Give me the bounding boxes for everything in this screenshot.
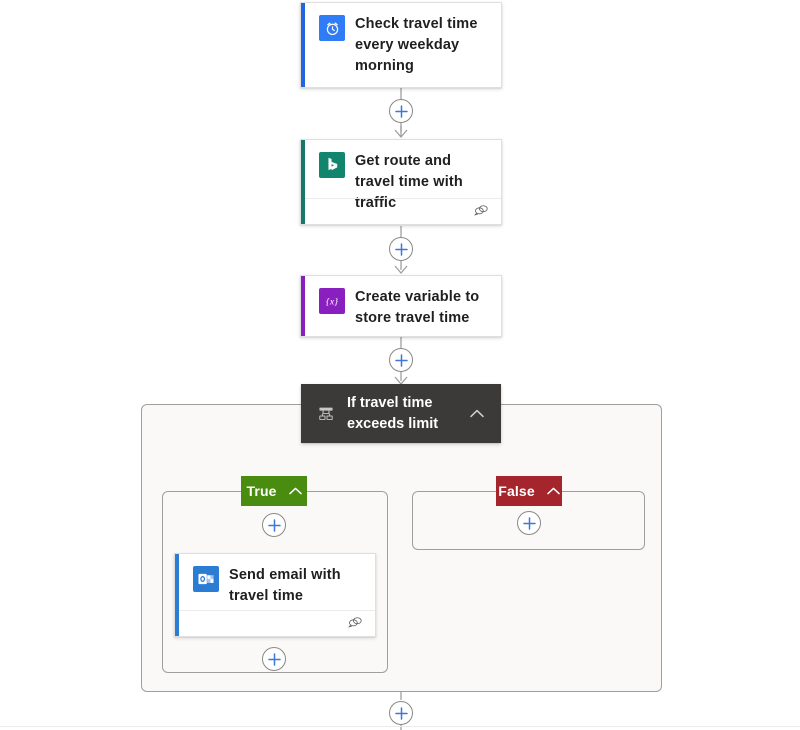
add-step-button[interactable] <box>389 237 413 261</box>
add-step-button[interactable] <box>262 513 286 537</box>
add-step-button[interactable] <box>389 701 413 725</box>
card-title: Get route and travel time with traffic <box>355 153 463 211</box>
branch-badge-label: True <box>246 483 277 499</box>
flow-step-card-trigger[interactable]: Check travel time every weekday morning <box>300 2 502 88</box>
flow-step-card-send-email[interactable]: Send email with travel time <box>174 553 376 637</box>
branch-badge-label: False <box>498 483 535 499</box>
comment-bubbles-icon[interactable] <box>348 615 363 633</box>
condition-branch-icon <box>315 403 337 425</box>
card-accent-bar <box>175 554 179 636</box>
card-title: Check travel time every weekday morning <box>355 16 478 74</box>
card-accent-bar <box>301 3 305 87</box>
alarm-clock-icon <box>319 15 345 41</box>
bing-icon <box>319 152 345 178</box>
add-step-button[interactable] <box>389 99 413 123</box>
branch-badge-true[interactable]: True <box>241 476 307 506</box>
card-footer <box>305 198 501 224</box>
add-step-button[interactable] <box>262 647 286 671</box>
card-title: Create variable to store travel time <box>355 289 480 326</box>
card-footer <box>179 610 375 636</box>
card-accent-bar <box>301 140 305 224</box>
svg-text:{x}: {x} <box>326 296 338 307</box>
add-step-button[interactable] <box>389 348 413 372</box>
chevron-up-icon[interactable] <box>467 404 487 424</box>
branch-badge-false[interactable]: False <box>496 476 562 506</box>
flow-step-card-bing-route[interactable]: Get route and travel time with traffic <box>300 139 502 225</box>
chevron-up-icon[interactable] <box>288 483 302 499</box>
variable-braces-icon: {x} <box>319 288 345 314</box>
flow-step-card-condition[interactable]: If travel time exceeds limit <box>301 384 501 443</box>
outlook-icon <box>193 566 219 592</box>
flow-step-card-create-variable[interactable]: {x} Create variable to store travel time <box>300 275 502 337</box>
canvas-bottom-divider <box>0 726 800 727</box>
card-title: Send email with travel time <box>229 567 341 604</box>
card-accent-bar <box>301 276 305 336</box>
comment-bubbles-icon[interactable] <box>474 203 489 221</box>
chevron-up-icon[interactable] <box>547 483 560 499</box>
card-title: If travel time exceeds limit <box>347 394 439 432</box>
add-step-button[interactable] <box>517 511 541 535</box>
